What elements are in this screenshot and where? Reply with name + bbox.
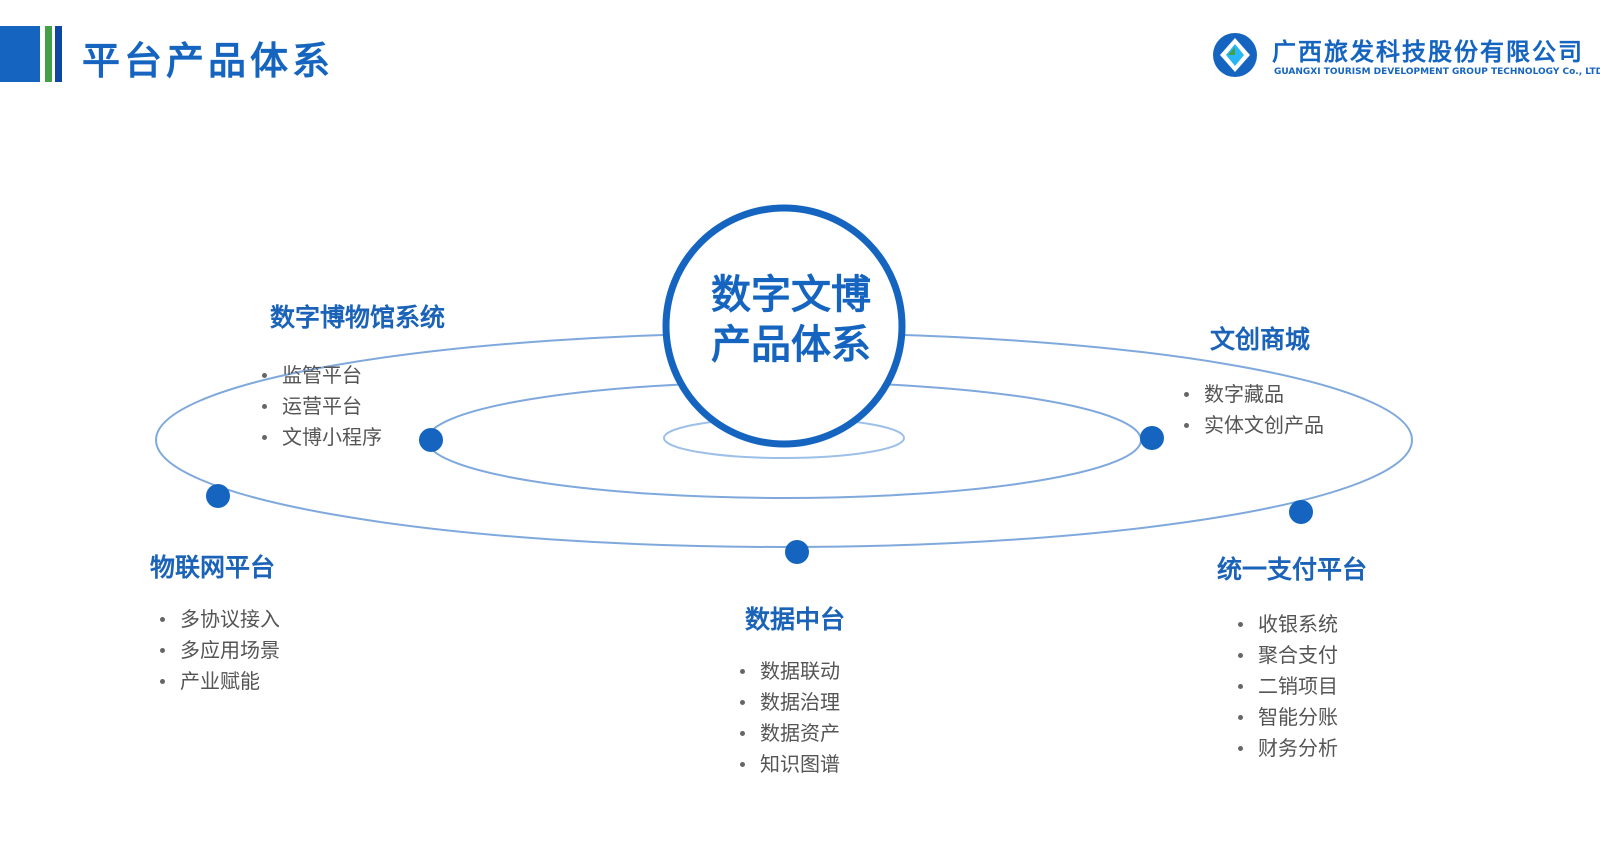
iot-platform-title: 物联网平台 [150, 553, 276, 582]
list-item: 数据资产 [738, 718, 840, 749]
page-title: 平台产品体系 [82, 39, 335, 83]
iot-platform-list: 多协议接入 多应用场景 产业赋能 [158, 604, 280, 697]
company-name-cn: 广西旅发科技股份有限公司 [1272, 37, 1584, 66]
data-platform-title: 数据中台 [745, 605, 846, 634]
list-item: 财务分析 [1236, 733, 1338, 764]
list-item: 监管平台 [260, 360, 382, 391]
shop-list: 数字藏品 实体文创产品 [1182, 379, 1324, 441]
list-item: 文博小程序 [260, 422, 382, 453]
company-logo-icon [1213, 33, 1257, 77]
node-dot-iot [206, 484, 230, 508]
node-dot-data [785, 540, 809, 564]
list-item: 实体文创产品 [1182, 410, 1324, 441]
header-bar-navy [55, 26, 62, 82]
list-item: 聚合支付 [1236, 640, 1338, 671]
center-title-line1: 数字文博 [711, 272, 871, 318]
list-item: 智能分账 [1236, 702, 1338, 733]
shop-title: 文创商城 [1210, 325, 1311, 354]
header-bar-green [45, 26, 52, 82]
list-item: 数据治理 [738, 687, 840, 718]
payment-platform-list: 收银系统 聚合支付 二销项目 智能分账 财务分析 [1236, 609, 1338, 764]
list-item: 多应用场景 [158, 635, 280, 666]
list-item: 产业赋能 [158, 666, 280, 697]
node-dot-shop [1140, 426, 1164, 450]
center-circle [662, 204, 906, 448]
company-logo: 广西旅发科技股份有限公司 GUANGXI TOURISM DEVELOPMENT… [1210, 28, 1600, 84]
list-item: 数据联动 [738, 656, 840, 687]
center-title-line2: 产品体系 [711, 322, 871, 368]
museum-system-title: 数字博物馆系统 [270, 303, 446, 332]
company-name-en: GUANGXI TOURISM DEVELOPMENT GROUP TECHNO… [1274, 67, 1600, 77]
list-item: 数字藏品 [1182, 379, 1324, 410]
list-item: 收银系统 [1236, 609, 1338, 640]
list-item: 多协议接入 [158, 604, 280, 635]
node-dot-museum [419, 428, 443, 452]
header-bar-blue [0, 26, 40, 82]
list-item: 知识图谱 [738, 749, 840, 780]
data-platform-list: 数据联动 数据治理 数据资产 知识图谱 [738, 656, 840, 780]
node-dot-payment [1289, 500, 1313, 524]
list-item: 运营平台 [260, 391, 382, 422]
museum-system-list: 监管平台 运营平台 文博小程序 [260, 360, 382, 453]
list-item: 二销项目 [1236, 671, 1338, 702]
payment-platform-title: 统一支付平台 [1217, 555, 1368, 584]
center-title: 数字文博 产品体系 [676, 270, 906, 370]
